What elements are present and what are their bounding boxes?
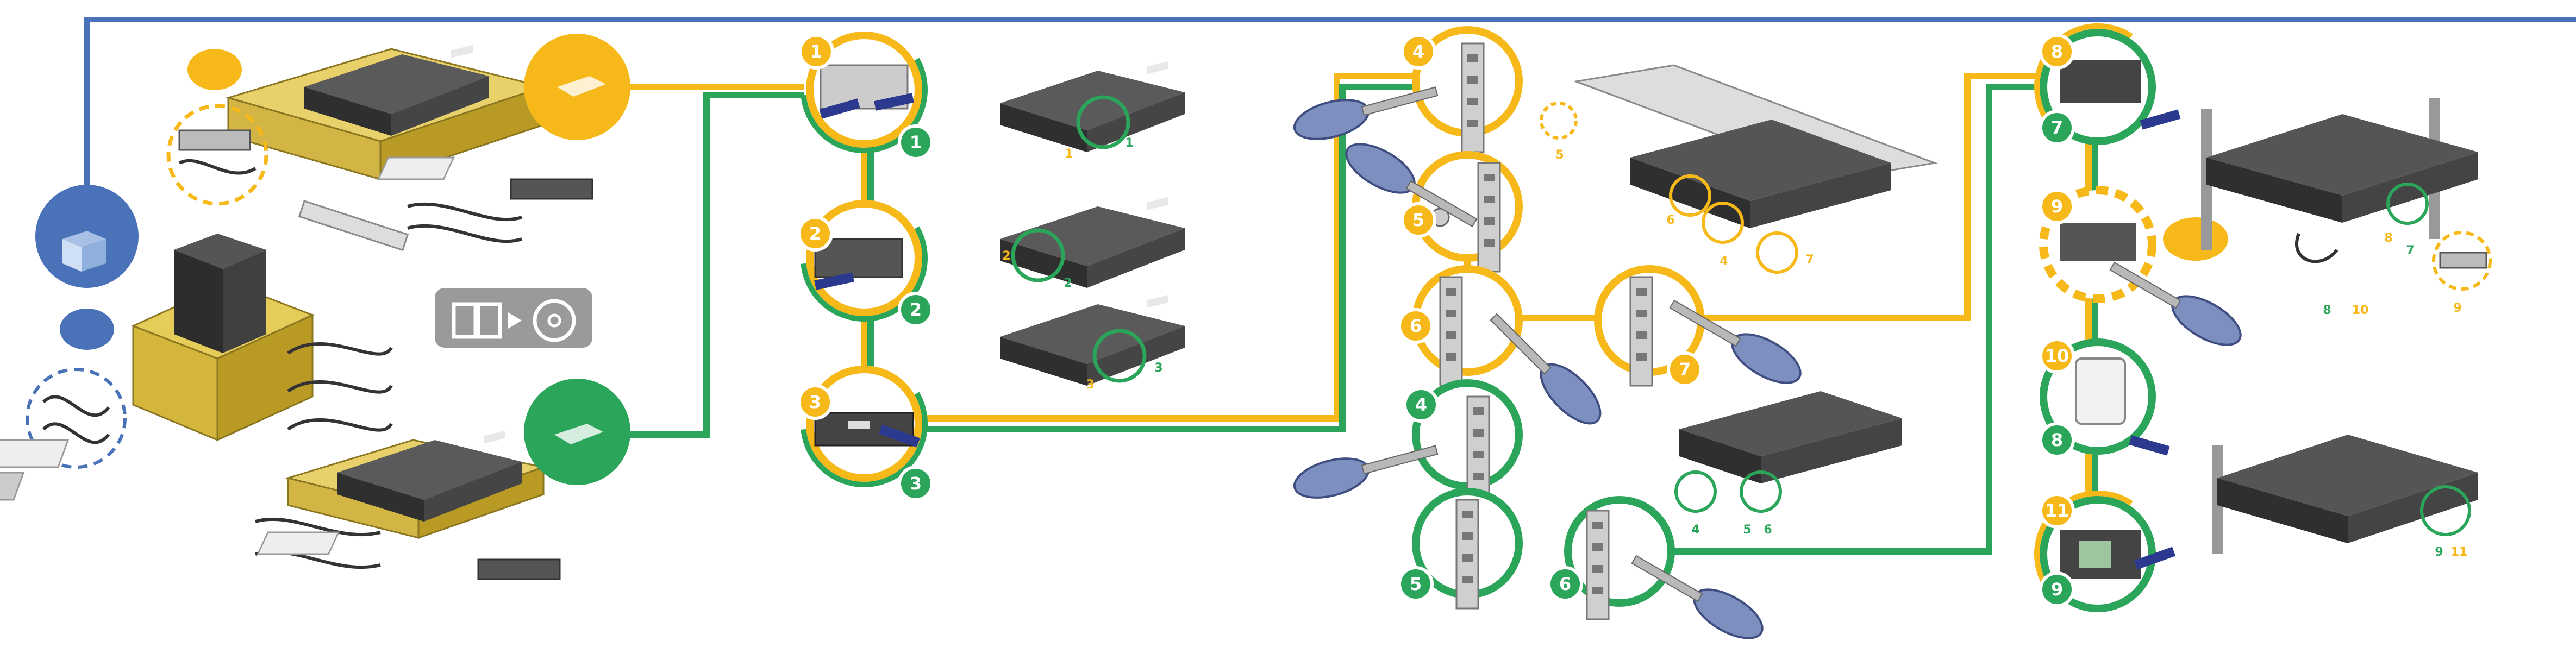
green-step-number: 6 bbox=[1559, 574, 1571, 594]
green-step-number: 8 bbox=[2051, 430, 2063, 450]
manual-to-cd-icon bbox=[435, 288, 592, 348]
callout-rackC_8: 8 bbox=[2384, 231, 2392, 245]
blue-path-line bbox=[84, 17, 2576, 206]
yellow-small-bubble bbox=[187, 49, 242, 90]
green-step-badge-s7: 7 bbox=[2039, 110, 2075, 146]
callout-rackA_5: 5 bbox=[1555, 148, 1564, 162]
callout-rackC_7: 7 bbox=[2406, 244, 2414, 257]
yellow-step-badge-s8: 8 bbox=[2039, 34, 2075, 70]
green-step-badge-s5: 5 bbox=[1398, 566, 1434, 602]
tower-manual bbox=[0, 439, 70, 468]
step-column-rack-yellow bbox=[1289, 26, 1809, 433]
yellow-step-badge-s4: 4 bbox=[1400, 34, 1436, 70]
green-step-badge-s1: 1 bbox=[898, 124, 934, 160]
ups-illustration-2 bbox=[1000, 197, 1185, 288]
callout-ups2_y: 2 bbox=[1002, 249, 1010, 263]
callout-ups3_g: 3 bbox=[1154, 361, 1162, 375]
rack-box-top bbox=[225, 45, 547, 181]
callout-rackD_9: 9 bbox=[2435, 545, 2443, 559]
yellow-step-number: 4 bbox=[1412, 41, 1424, 62]
yellow-accessory-dashed-circle bbox=[166, 104, 268, 206]
yellow-step-badge-s1: 1 bbox=[798, 34, 834, 70]
power-strip-accessory bbox=[178, 129, 257, 175]
callout-rackA_4: 4 bbox=[1720, 255, 1728, 268]
rack-box-bottom bbox=[285, 430, 547, 539]
callout-rackB_4: 4 bbox=[1691, 523, 1699, 537]
callout-rackC_10: 10 bbox=[2352, 304, 2369, 317]
callout-ups2_g: 2 bbox=[1064, 277, 1072, 290]
rack-accessories-bottom bbox=[255, 517, 561, 580]
rack-illustration-c bbox=[2201, 98, 2492, 291]
tower-accessories bbox=[287, 342, 393, 432]
yellow-step-badge-s10: 10 bbox=[2039, 338, 2075, 374]
yellow-step-badge-s5: 5 bbox=[1400, 202, 1436, 238]
rack-rails-illustration bbox=[1540, 64, 1938, 274]
green-step-number: 3 bbox=[910, 473, 922, 494]
callout-ups1_y: 1 bbox=[1065, 147, 1073, 161]
rack-accessories-top bbox=[298, 156, 593, 252]
yellow-step-number: 5 bbox=[1412, 210, 1424, 230]
yellow-step-number: 10 bbox=[2045, 346, 2069, 366]
callout-rackA_6: 6 bbox=[1666, 213, 1674, 227]
yellow-step-badge-s3: 3 bbox=[797, 384, 833, 420]
tower-cd bbox=[0, 472, 25, 501]
yellow-step-number: 6 bbox=[1410, 316, 1422, 336]
rack-illustration-b bbox=[1674, 391, 1902, 513]
green-step-badge-s8: 8 bbox=[2039, 422, 2075, 458]
accessory-cables-blue bbox=[42, 395, 110, 444]
callout-ups3_y: 3 bbox=[1086, 378, 1094, 392]
green-step-number: 2 bbox=[910, 299, 922, 320]
green-step-number: 5 bbox=[1410, 574, 1422, 594]
green-step-badge-s4: 4 bbox=[1403, 387, 1439, 423]
callout-rackA_7: 7 bbox=[1805, 253, 1814, 267]
ups-illustration-3 bbox=[1000, 294, 1185, 386]
step-column-rack-green bbox=[1289, 379, 1771, 647]
yellow-step-badge-s6: 6 bbox=[1398, 308, 1434, 344]
callout-ups1_g: 1 bbox=[1125, 136, 1133, 150]
green-step-badge-s9: 9 bbox=[2039, 571, 2075, 607]
callout-rackC_g8: 8 bbox=[2323, 304, 2331, 317]
callout-rackB_5: 5 bbox=[1743, 523, 1751, 537]
green-step-number: 4 bbox=[1415, 394, 1427, 415]
green-path-line bbox=[630, 84, 2054, 555]
yellow-step-number: 2 bbox=[809, 223, 821, 244]
rack-illustration-d bbox=[2212, 435, 2478, 554]
green-step-badge-s6: 6 bbox=[1547, 566, 1583, 602]
yellow-step-badge-s11: 11 bbox=[2039, 493, 2075, 529]
callout-rackB_6: 6 bbox=[1764, 523, 1772, 537]
ups-illustration-1 bbox=[1000, 61, 1185, 153]
yellow-step-number: 7 bbox=[1679, 359, 1691, 380]
yellow-path-line bbox=[630, 73, 2054, 422]
tower-ups-box bbox=[131, 234, 315, 442]
yellow-step-number: 9 bbox=[2051, 196, 2063, 217]
box-icon bbox=[62, 231, 106, 272]
green-step-badge-s3: 3 bbox=[898, 466, 934, 501]
callout-rackC_9: 9 bbox=[2453, 301, 2461, 315]
yellow-step-badge-s2: 2 bbox=[797, 216, 833, 252]
step-column-battery bbox=[801, 26, 928, 487]
yellow-step-number: 11 bbox=[2045, 500, 2069, 521]
green-step-number: 1 bbox=[910, 132, 922, 153]
yellow-step-badge-s7: 7 bbox=[1667, 351, 1703, 387]
green-step-number: 9 bbox=[2051, 579, 2063, 600]
green-step-number: 7 bbox=[2051, 117, 2063, 138]
yellow-step-number: 1 bbox=[810, 41, 822, 62]
callout-rackD_11: 11 bbox=[2451, 545, 2468, 559]
blue-accessory-dashed-circle bbox=[26, 368, 127, 469]
yellow-step-number: 3 bbox=[809, 392, 821, 412]
green-step-badge-s2: 2 bbox=[898, 292, 934, 328]
blue-small-bubble bbox=[60, 309, 114, 350]
yellow-step-badge-s9: 9 bbox=[2039, 189, 2075, 224]
yellow-step-number: 8 bbox=[2051, 41, 2063, 62]
